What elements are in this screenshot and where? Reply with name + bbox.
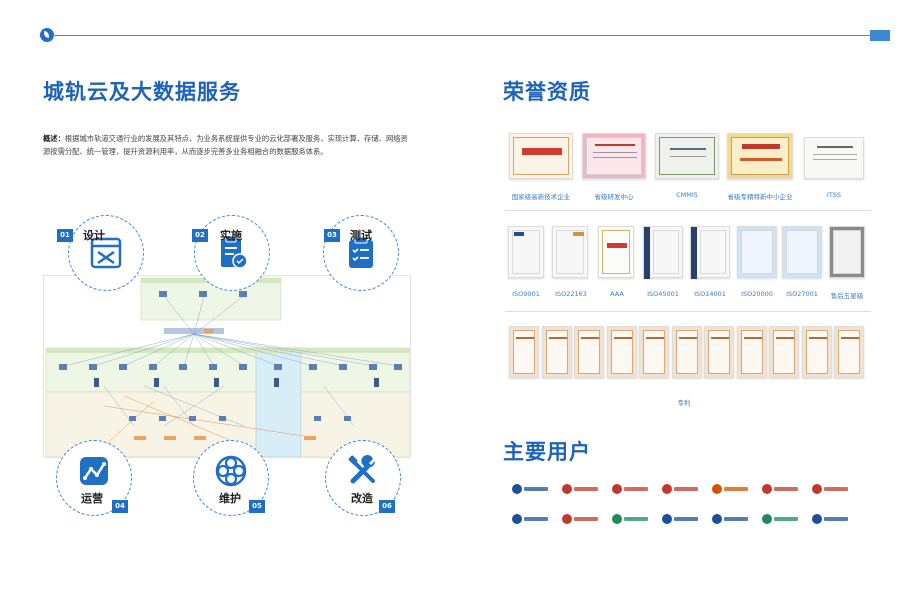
cert-image-9 <box>643 226 683 279</box>
patent-cert-image <box>769 326 799 378</box>
header-tab-marker <box>870 30 890 41</box>
cert-caption-13: 售后五星级 <box>830 292 864 300</box>
step-label-implement: 实施 <box>220 229 242 242</box>
patent-caption: 专利 <box>677 399 691 407</box>
user-logo <box>512 482 552 496</box>
patent-cert-image <box>606 326 637 378</box>
user-logo <box>612 482 652 496</box>
user-logo <box>762 482 802 496</box>
network-diagram-graphic <box>45 277 410 457</box>
cert-image-11 <box>737 226 777 278</box>
patent-cert-image <box>671 326 702 378</box>
patent-cert-image <box>509 326 539 378</box>
cert-caption-7: ISO22163 <box>555 290 587 298</box>
cert-image-6 <box>508 226 544 278</box>
maintain-icon <box>215 455 247 486</box>
step-renovate-circle <box>325 440 401 516</box>
cert-image-1 <box>509 133 573 179</box>
step-badge-02: 02 <box>192 229 208 242</box>
summary-lead: 概述： <box>43 134 65 143</box>
step-badge-01: 01 <box>57 229 73 242</box>
cert-image-8 <box>598 226 634 278</box>
step-badge-06: 06 <box>379 500 395 513</box>
cert-caption-11: ISO20000 <box>741 290 773 298</box>
cert-image-7 <box>552 226 588 278</box>
user-logo <box>712 512 752 526</box>
cert-caption-3: CMMI5 <box>676 191 698 199</box>
row-divider-2 <box>505 311 871 312</box>
user-logo <box>712 482 752 496</box>
step-label-test: 测试 <box>350 229 372 242</box>
user-logo <box>512 512 552 526</box>
user-logo <box>662 512 702 526</box>
user-logo <box>562 482 602 496</box>
cert-image-10 <box>690 226 730 279</box>
patent-cert-image <box>704 326 734 378</box>
design-icon <box>90 237 122 269</box>
section-title-users: 主要用户 <box>503 440 591 464</box>
cert-caption-5: ITSS <box>826 191 842 199</box>
cert-image-3 <box>655 133 719 179</box>
cert-caption-10: ISO14001 <box>694 290 726 298</box>
user-logo <box>612 512 652 526</box>
patent-cert-image <box>834 326 864 378</box>
row-divider-1 <box>505 210 871 211</box>
step-badge-04: 04 <box>112 500 128 513</box>
section-title-honors: 荣誉资质 <box>503 80 591 104</box>
header-divider <box>52 35 872 36</box>
user-logo <box>762 512 802 526</box>
step-label-operate: 运营 <box>81 492 103 505</box>
cert-image-2 <box>582 133 646 179</box>
user-logo <box>812 512 852 526</box>
cert-caption-4: 省级专精特新中小企业 <box>727 193 793 201</box>
cert-caption-1: 国家级高新技术企业 <box>511 193 571 201</box>
step-badge-03: 03 <box>324 229 340 242</box>
cert-caption-6: ISO9001 <box>512 290 540 298</box>
step-test-circle <box>323 215 399 291</box>
cert-image-4 <box>727 133 793 179</box>
patent-cert-image <box>801 326 832 378</box>
implement-icon <box>221 235 248 269</box>
test-icon <box>349 236 373 268</box>
operate-icon <box>80 456 108 485</box>
cert-caption-9: ISO45001 <box>647 290 679 298</box>
summary-paragraph: 概述：根据城市轨道交通行业的发展及其特点，为业务系统提供专业的云化部署及服务，实… <box>43 132 413 158</box>
step-label-design: 设计 <box>83 229 105 242</box>
step-label-maintain: 维护 <box>219 492 241 505</box>
summary-text: 根据城市轨道交通行业的发展及其特点，为业务系统提供专业的云化部署及服务，实现计算… <box>43 134 408 156</box>
cert-image-13 <box>829 226 865 278</box>
step-badge-05: 05 <box>249 500 265 513</box>
user-logo <box>562 512 602 526</box>
step-label-renovate: 改造 <box>351 492 373 505</box>
brand-logo-icon <box>40 28 54 42</box>
cert-caption-12: ISO27001 <box>786 290 818 298</box>
patent-cert-image <box>541 326 572 378</box>
user-logo <box>662 482 702 496</box>
user-logo <box>812 482 852 496</box>
cert-caption-8: AAA <box>610 290 624 298</box>
step-design-circle <box>68 215 144 291</box>
cert-image-5 <box>804 137 864 179</box>
patent-cert-image <box>639 326 669 378</box>
patent-cert-image <box>736 326 767 378</box>
section-title-cloud: 城轨云及大数据服务 <box>43 80 241 104</box>
step-implement-circle <box>194 215 270 291</box>
renovate-icon <box>348 454 376 484</box>
cert-image-12 <box>782 226 822 278</box>
cert-caption-2: 省级研发中心 <box>594 193 634 201</box>
network-architecture-diagram <box>43 275 411 458</box>
patent-cert-image <box>574 326 604 378</box>
